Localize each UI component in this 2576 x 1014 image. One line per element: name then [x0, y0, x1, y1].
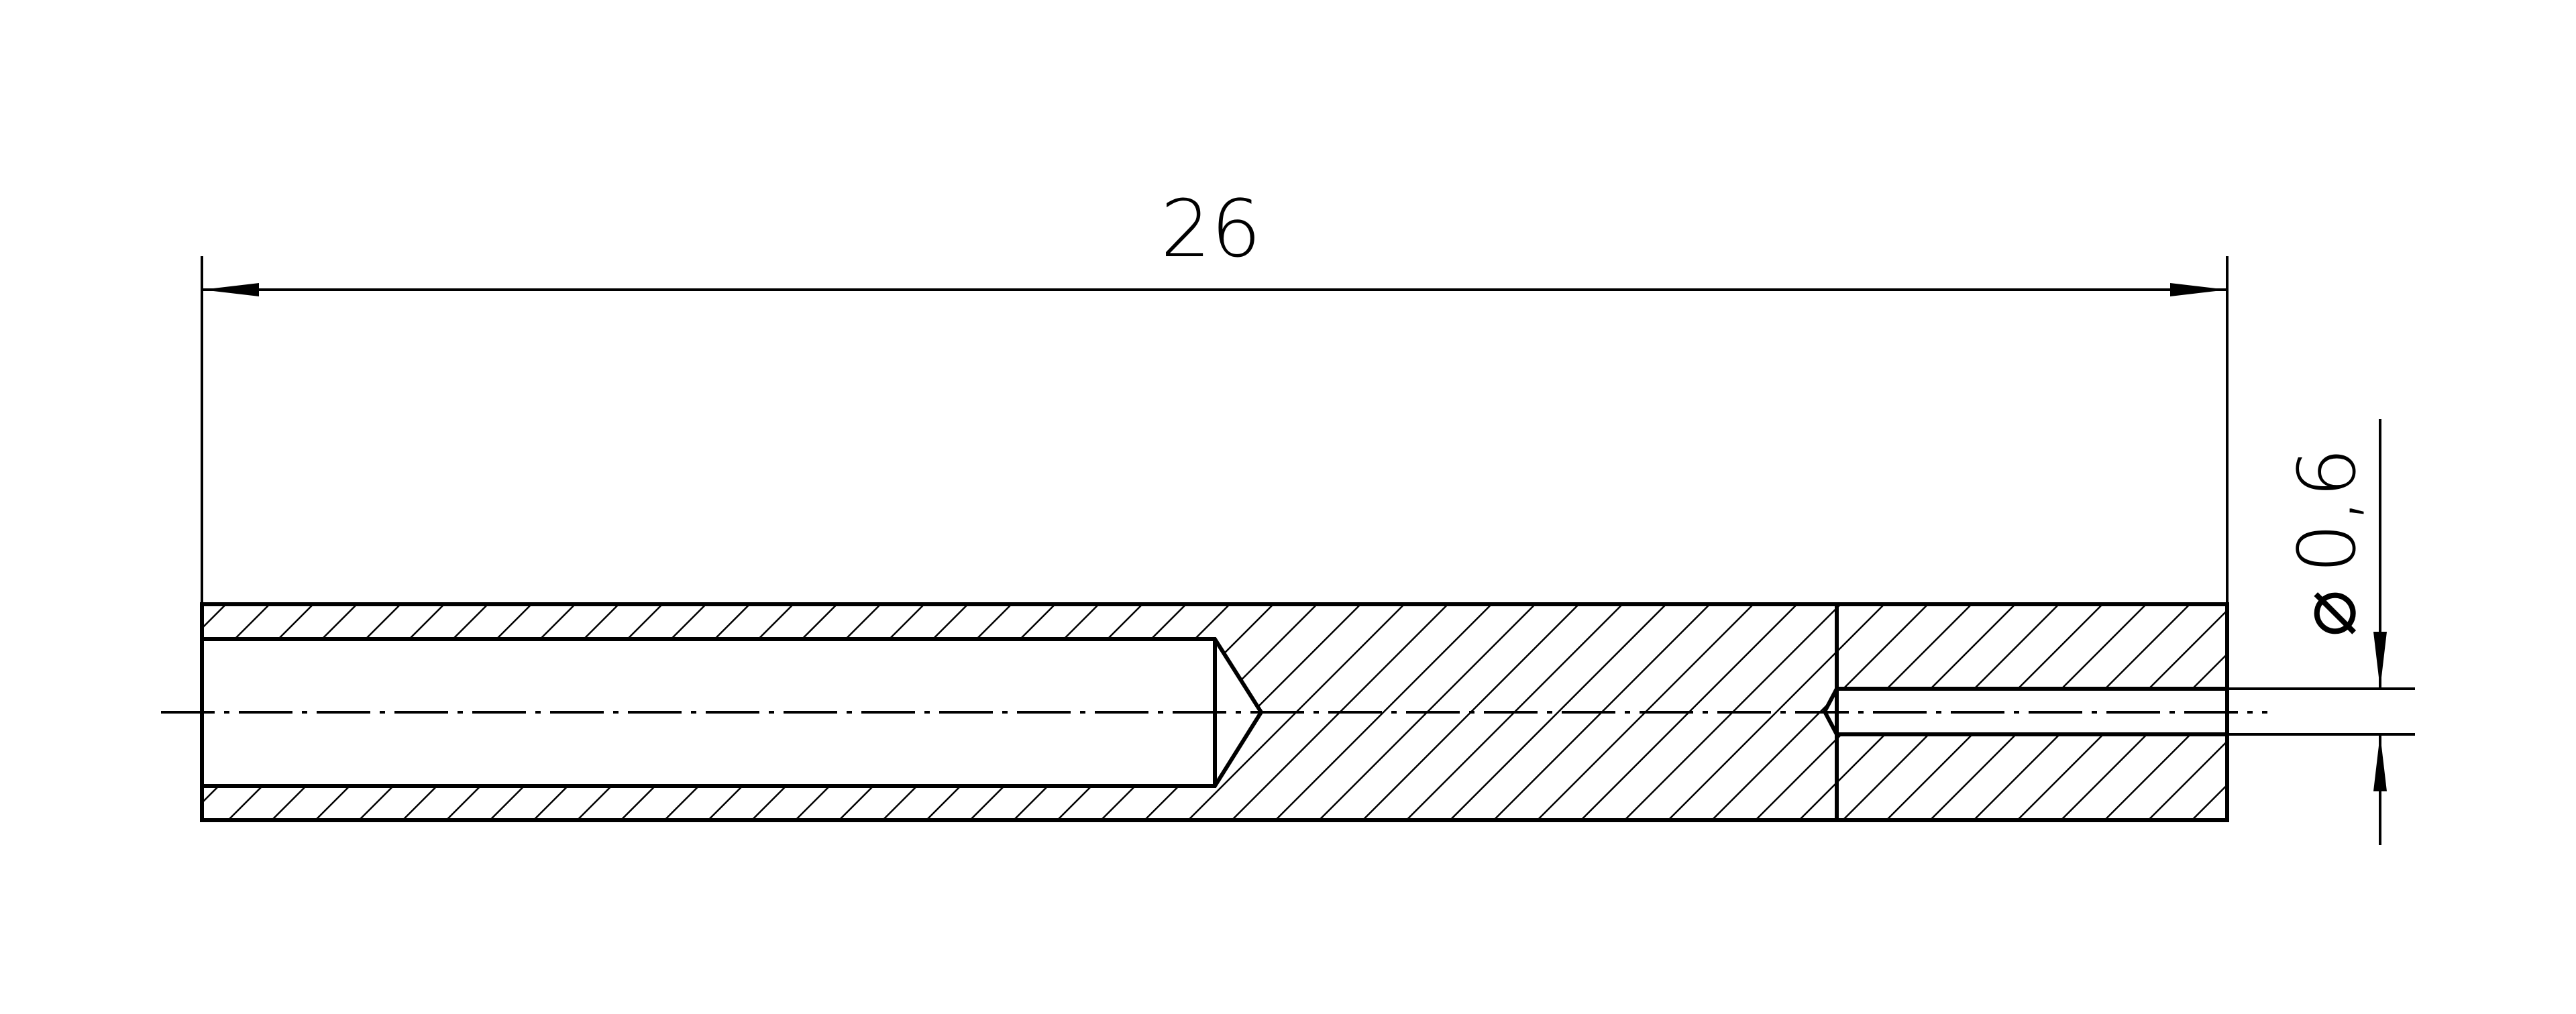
hatch-left-bottom-wall [202, 786, 1215, 820]
length-dimension-label: 26 [1161, 182, 1261, 275]
diameter-label-group: ⌀ 0,6 [2281, 447, 2373, 637]
hatch-right-top [1837, 604, 2227, 689]
hatch-right-bottom [1837, 734, 2227, 820]
hatch-left-top-wall [202, 604, 1215, 639]
diameter-value: 0,6 [2281, 447, 2373, 573]
arrow-left [202, 283, 259, 296]
length-dimension [201, 256, 2229, 604]
diameter-arrow-bottom [2373, 734, 2387, 791]
diameter-arrow-top [2373, 632, 2387, 689]
diameter-symbol: ⌀ [2281, 589, 2373, 637]
diameter-dimension [2227, 419, 2415, 845]
arrow-right [2170, 283, 2227, 296]
